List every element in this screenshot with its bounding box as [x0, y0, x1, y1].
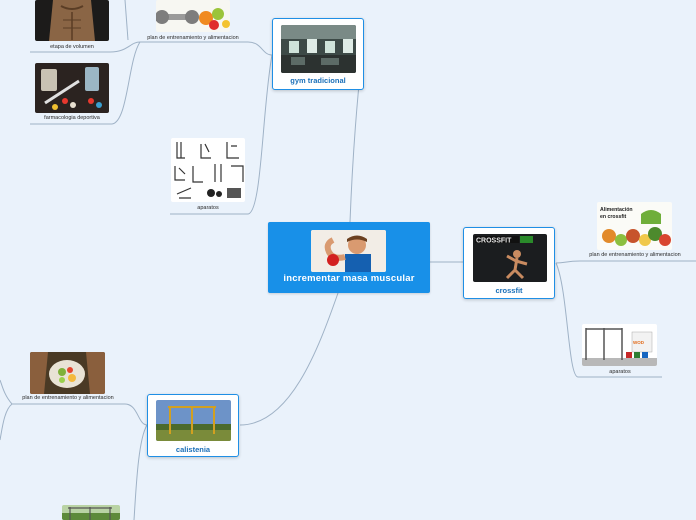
svg-text:CROSSFIT: CROSSFIT	[476, 238, 512, 245]
topic-gym-tradicional[interactable]: gym tradicional	[272, 18, 364, 90]
muscular-torso-photo	[35, 0, 109, 41]
subtopic-gym-plan[interactable]: plan de entrenamiento y alimentacion	[137, 0, 249, 44]
topic-crossfit[interactable]: CROSSFIT crossfit	[463, 227, 555, 299]
crossfit-athlete-photo: CROSSFIT	[473, 234, 547, 282]
crossfit-rig-photo: WOD	[582, 324, 657, 366]
subtopic-calistenia-plan[interactable]: plan de entrenamiento y alimentacion	[12, 350, 124, 404]
subtopic-crossfit-plan-label: plan de entrenamiento y alimentacion	[580, 252, 690, 258]
central-topic[interactable]: incrementar masa muscular	[268, 222, 430, 293]
gym-interior-photo	[281, 25, 356, 73]
crossfit-food-text-2: en crossfit	[600, 214, 627, 220]
connector-left-edge-2	[0, 380, 12, 404]
gym-machines-photo	[171, 138, 245, 202]
subtopic-calistenia-bars[interactable]	[62, 505, 120, 520]
crossfit-food-photo: Alimentación en crossfit	[597, 202, 672, 250]
connector-center-calistenia	[240, 293, 338, 425]
subtopic-gym-farmacologia[interactable]: farmacologia deportiva	[30, 62, 114, 124]
svg-text:WOD: WOD	[633, 340, 645, 345]
subtopic-gym-volumen[interactable]: etapa de volumen	[30, 0, 114, 54]
connector-left-edge	[0, 404, 12, 440]
topic-gym-label: gym tradicional	[273, 76, 363, 85]
subtopic-gym-plan-label: plan de entrenamiento y alimentacion	[137, 35, 249, 41]
topic-calistenia[interactable]: calistenia	[147, 394, 239, 457]
connector-calistenia-down	[134, 425, 147, 520]
subtopic-gym-volumen-label: etapa de volumen	[30, 44, 114, 50]
subtopic-crossfit-aparatos[interactable]: WOD aparatos	[578, 322, 662, 378]
park-bars-photo	[62, 505, 120, 520]
crossfit-food-text-1: Alimentación	[600, 207, 633, 213]
subtopic-crossfit-plan[interactable]: Alimentación en crossfit plan de entrena…	[580, 200, 690, 262]
subtopic-gym-farmacologia-label: farmacologia deportiva	[30, 115, 114, 121]
connector-calistenia-plan	[12, 404, 147, 425]
outdoor-bars-photo	[156, 400, 231, 441]
subtopic-gym-aparatos[interactable]: aparatos	[168, 136, 248, 216]
subtopic-crossfit-aparatos-label: aparatos	[578, 369, 662, 375]
topic-calistenia-label: calistenia	[148, 445, 238, 454]
topic-crossfit-label: crossfit	[464, 286, 554, 295]
dumbbell-fruit-photo	[156, 0, 230, 32]
connector-plan-up	[125, 0, 128, 40]
bowl-of-food-photo	[30, 352, 105, 394]
subtopic-gym-aparatos-label: aparatos	[168, 205, 248, 211]
pills-syringes-photo	[35, 63, 109, 113]
central-topic-label: incrementar masa muscular	[268, 273, 430, 284]
boy-flexing-arm-photo	[311, 230, 386, 272]
subtopic-calistenia-plan-label: plan de entrenamiento y alimentacion	[12, 395, 124, 401]
